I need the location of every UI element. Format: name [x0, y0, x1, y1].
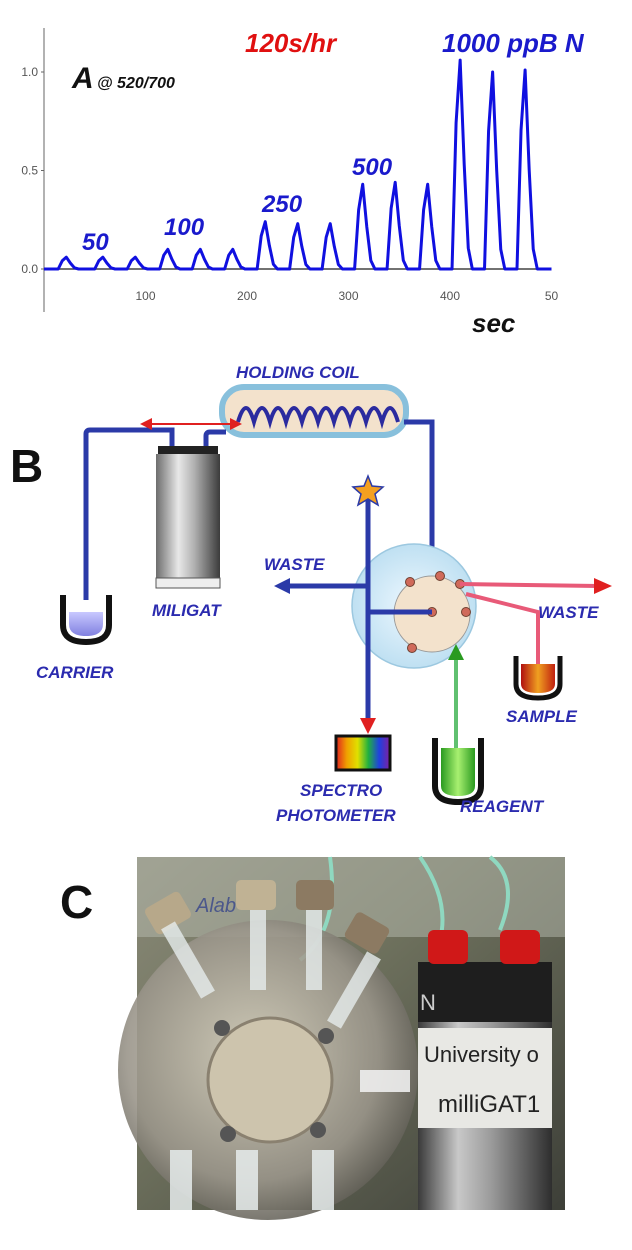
valve-ports: [405, 571, 471, 653]
miligat-cap: [158, 446, 218, 456]
photo-valve-center: [206, 1016, 334, 1144]
conc-label-1000: 1000 ppB N: [442, 28, 585, 58]
sample-tube: [465, 592, 540, 668]
arrow-down-icon: [360, 718, 376, 734]
conc-label-500: 500: [352, 154, 393, 181]
photo-pump-cap-right: [500, 930, 540, 964]
photo-text-name: milliGAT1: [438, 1091, 540, 1118]
y-tick-label: 0.5: [21, 164, 38, 178]
x-ticks: 100 200 300 400 50: [135, 289, 558, 303]
waste-right-tube: [459, 582, 599, 588]
photo-screw-1: [214, 1020, 230, 1036]
panel-c-label: C: [60, 876, 93, 928]
photo-tube-3: [488, 855, 510, 931]
miligat-base: [155, 577, 221, 589]
photo-fittings: [145, 880, 410, 1210]
sample-liquid: [521, 664, 555, 693]
spectrophotometer-cell: [334, 734, 392, 772]
xlabel: sec: [472, 308, 516, 338]
x-tick-label: 100: [135, 289, 155, 303]
photo-pump-label: [418, 1028, 552, 1128]
sample-label: SAMPLE: [506, 707, 578, 726]
star-icon: [351, 473, 385, 507]
panel-b-diagram: B HOLDING COIL MILIGAT CARRIER: [10, 363, 612, 825]
conc-label-50: 50: [82, 229, 109, 256]
miligat-coil-tube: [203, 429, 226, 448]
conc-label-100: 100: [164, 214, 205, 241]
x-tick-label: 400: [440, 289, 460, 303]
absorbance-trace: [44, 58, 552, 271]
miligat-label: MILIGAT: [152, 601, 222, 620]
photo-pump-cap-left: [428, 930, 468, 964]
arrow-right-icon: [594, 578, 612, 594]
spectro-label-line1: SPECTRO: [300, 781, 382, 800]
ylabel-sub: @ 520/700: [97, 75, 175, 92]
photo-screw-2: [318, 1028, 334, 1044]
conc-label-250: 250: [261, 191, 303, 218]
photo-screw-3: [220, 1126, 236, 1142]
x-tick-label: 300: [338, 289, 358, 303]
y-ticks: 0.0 0.5 1.0: [21, 65, 44, 276]
y-tick-label: 1.0: [21, 65, 38, 79]
carrier-label: CARRIER: [36, 663, 114, 682]
photo-text-univ: University o: [424, 1042, 539, 1067]
photo-text-top: Alab: [195, 895, 236, 917]
holding-coil-label: HOLDING COIL: [236, 363, 360, 382]
photo-screw-4: [310, 1122, 326, 1138]
waste-right-label: WASTE: [538, 603, 599, 622]
reagent-label: REAGENT: [460, 797, 545, 816]
y-tick-label: 0.0: [21, 262, 38, 276]
miligat-body: [156, 454, 220, 578]
sample-beaker: [513, 656, 563, 701]
carrier-liquid: [69, 612, 103, 636]
rate-label: 120s/hr: [245, 28, 338, 58]
reagent-liquid: [441, 748, 475, 796]
waste-left-label: WASTE: [264, 555, 325, 574]
reagent-beaker: [432, 738, 484, 806]
photo-text-n: N: [420, 990, 436, 1015]
arrow-left-icon: [274, 578, 290, 594]
x-tick-label: 50: [545, 289, 559, 303]
panel-b-label: B: [10, 440, 43, 492]
ylabel-main: A: [71, 62, 94, 95]
arrow-up-icon: [448, 644, 464, 660]
x-tick-label: 200: [237, 289, 257, 303]
panel-a-chart: 0.0 0.5 1.0 100 200 300 400 50 A @ 520/700 120…: [21, 28, 585, 338]
spectro-label-line2: PHOTOMETER: [276, 806, 396, 825]
holding-coil-winding: [236, 406, 400, 430]
carrier-tube: [83, 427, 175, 600]
photo-pump-top: [418, 962, 552, 1022]
panel-c-photo: C Alab: [60, 855, 565, 1220]
carrier-beaker: [60, 595, 112, 646]
